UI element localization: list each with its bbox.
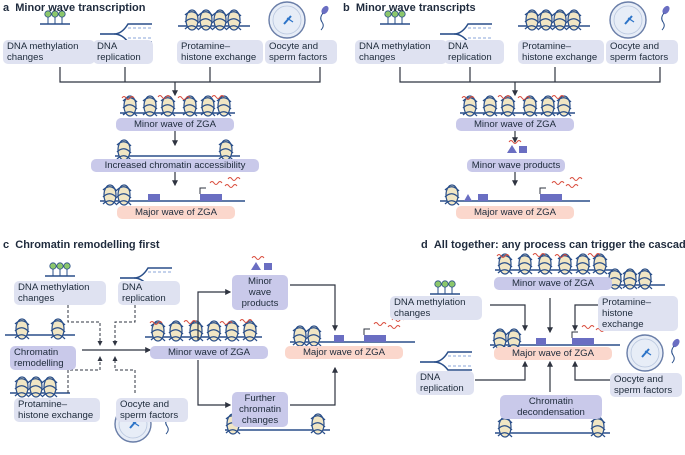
a-dna-replication-label: DNA replication	[93, 40, 153, 64]
a-dna-methylation-label: DNA methylation changes	[3, 40, 95, 64]
c-dna-replication-label: DNA replication	[118, 281, 180, 305]
b-major-wave-label: Major wave of ZGA	[456, 206, 574, 219]
d-protamine-histone-label: Protamine–histone exchange	[598, 296, 678, 331]
d-major-wave-label: Major wave of ZGA	[494, 347, 612, 360]
c-oocyte-sperm-label: Oocyte and sperm factors	[116, 398, 188, 422]
panel-a-title: Minor wave transcription	[15, 2, 146, 14]
a-chromatin-access-label: Increased chromatin accessibility	[91, 159, 259, 172]
b-dna-replication-label: DNA replication	[444, 40, 504, 64]
b-minor-products-label: Minor wave products	[467, 159, 565, 172]
panel-d-letter: d	[421, 239, 428, 251]
b-dna-methylation-label: DNA methylation changes	[355, 40, 447, 64]
panel-c-letter: c	[3, 239, 10, 251]
panel-d	[419, 253, 682, 438]
panel-a-letter: a	[3, 2, 10, 14]
panel-a	[39, 1, 331, 206]
c-chromatin-remodelling-label: Chromatin remodelling	[10, 346, 76, 370]
c-protamine-histone-label: Protamine–histone exchange	[14, 398, 100, 422]
panel-b-letter: b	[343, 2, 350, 14]
panel-c-heading: c Chromatin remodelling first	[3, 239, 160, 251]
a-protamine-histone-label: Protamine–histone exchange	[177, 40, 263, 64]
c-minor-wave-label: Minor wave of ZGA	[150, 346, 268, 359]
a-oocyte-sperm-label: Oocyte and sperm factors	[265, 40, 337, 64]
c-further-chromatin-label: Further chromatin changes	[232, 392, 288, 427]
sperm-icon	[319, 4, 331, 31]
panel-a-heading: a Minor wave transcription	[3, 2, 145, 14]
panel-b-heading: b Minor wave transcripts	[343, 2, 476, 14]
zygote-icon	[268, 1, 306, 39]
b-oocyte-sperm-label: Oocyte and sperm factors	[606, 40, 678, 64]
protein-products-icon	[507, 140, 527, 153]
panel-c	[5, 256, 415, 443]
panel-c-title: Chromatin remodelling first	[15, 239, 160, 251]
panel-d-heading: d All together: any process can trigger …	[421, 239, 685, 251]
d-dna-replication-label: DNA replication	[416, 371, 474, 395]
panel-b	[379, 1, 672, 206]
d-minor-wave-label: Minor wave of ZGA	[494, 277, 612, 290]
panel-d-title: All together: any process can trigger th…	[433, 239, 685, 251]
d-dna-methylation-label: DNA methylation changes	[390, 296, 482, 320]
a-major-wave-label: Major wave of ZGA	[117, 206, 235, 219]
d-chromatin-decondensation-label: Chromatin decondensation	[500, 395, 602, 419]
transcription-icon	[120, 95, 235, 117]
c-major-wave-label: Major wave of ZGA	[285, 346, 403, 359]
b-minor-wave-label: Minor wave of ZGA	[456, 118, 574, 131]
d-oocyte-sperm-label: Oocyte and sperm factors	[610, 373, 682, 397]
b-protamine-histone-label: Protamine–histone exchange	[518, 40, 604, 64]
a-minor-wave-label: Minor wave of ZGA	[116, 118, 234, 131]
c-minor-products-label: Minor wave products	[232, 275, 288, 310]
c-dna-methylation-label: DNA methylation changes	[14, 281, 106, 305]
panel-b-title: Minor wave transcripts	[355, 2, 476, 14]
nucleosome-icon	[178, 9, 250, 31]
